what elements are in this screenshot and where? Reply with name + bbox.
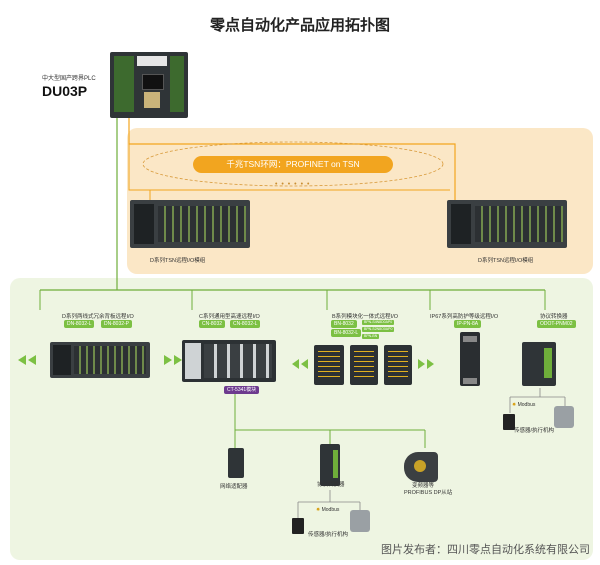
rack-io-slots bbox=[475, 206, 563, 242]
terminal-strip bbox=[354, 349, 374, 381]
chevron-left-icon bbox=[292, 359, 308, 369]
bn-tag-1: BN-8032 bbox=[331, 320, 357, 328]
tsn-ring-label: 千兆TSN环网：PROFINET on TSN bbox=[193, 156, 393, 173]
plc-keypad bbox=[144, 92, 160, 108]
plc-io-terminal bbox=[114, 56, 134, 112]
protocol-converter-device bbox=[320, 444, 340, 486]
inverter-caption-1: 变频器等 bbox=[412, 483, 435, 489]
rack-io-slots bbox=[158, 206, 246, 242]
bn-small-tag-3: BPN-BN bbox=[362, 334, 380, 339]
tsn-io-rack-left bbox=[130, 200, 250, 248]
cn-caption: C系列通用型高速远程I/O bbox=[199, 314, 260, 320]
terminal-strip bbox=[388, 349, 408, 381]
tsn-right-caption: D系列TSN远程I/O模组 bbox=[478, 258, 534, 264]
rack-io-slots bbox=[204, 344, 272, 378]
cn-tag-1: CN-8032 bbox=[199, 320, 226, 328]
chevron-right-icon bbox=[164, 355, 182, 365]
converter-caption: 协议转换器 bbox=[317, 482, 345, 488]
ip67-tag: IP-PN-8A bbox=[454, 320, 482, 328]
rack-head-module bbox=[451, 204, 471, 244]
plc-io-terminal-right bbox=[170, 56, 184, 112]
plc-device bbox=[110, 52, 188, 118]
motor-device bbox=[404, 452, 438, 482]
plc-label-plate bbox=[137, 56, 167, 66]
network-adapter-device bbox=[228, 448, 244, 478]
bn-tag-2: BN-8032-L bbox=[331, 329, 362, 337]
sensor-device bbox=[292, 518, 304, 534]
adapter-caption: 网络适配器 bbox=[220, 484, 248, 490]
cn-io-rack bbox=[182, 340, 276, 382]
dn-tag-2: DN-8032-P bbox=[101, 320, 133, 328]
bn-small-tag-1: BPN-S4N8D0AP0 bbox=[362, 320, 395, 325]
gateway-caption: 协议转换器 bbox=[540, 314, 568, 320]
bn-io-module-2 bbox=[350, 345, 378, 385]
rack-head-module bbox=[185, 343, 201, 379]
valve-actuator bbox=[554, 406, 574, 428]
plc-subtitle: 中大型国产跨界PLC bbox=[42, 76, 96, 82]
bn-io-module-3 bbox=[384, 345, 412, 385]
sensor-device bbox=[503, 414, 515, 430]
connector bbox=[463, 378, 477, 384]
converter-stripe bbox=[333, 450, 338, 478]
dn-io-rack bbox=[50, 342, 150, 378]
plc-name: DU03P bbox=[42, 83, 88, 99]
ip67-caption: IP67系列高防护等级远程I/O bbox=[430, 314, 499, 320]
publisher-watermark: 图片发布者：四川零点自动化系统有限公司 bbox=[381, 544, 590, 556]
chevron-right-icon bbox=[418, 359, 434, 369]
sensor-caption-right: 传感器/执行机构 bbox=[514, 428, 555, 434]
connector bbox=[463, 336, 477, 342]
tsn-left-caption: D系列TSN远程I/O模组 bbox=[150, 258, 206, 264]
bn-caption: B系列模块化一体式远程I/O bbox=[332, 314, 399, 320]
gateway-device bbox=[522, 342, 556, 386]
rack-head-module bbox=[53, 345, 71, 375]
page-title: 零点自动化产品应用拓扑图 bbox=[209, 17, 390, 34]
modbus-label-right: ✸ Modbus bbox=[512, 402, 536, 408]
dn-tag-1: DN-8032-L bbox=[64, 320, 95, 328]
rack-io-slots bbox=[74, 346, 146, 374]
terminal-strip bbox=[318, 349, 340, 381]
bn-io-module-1 bbox=[314, 345, 344, 385]
cn-tag-2: CN-8032-L bbox=[230, 320, 261, 328]
valve-actuator bbox=[350, 510, 370, 532]
inverter-caption-2: PROFIBUS DP从站 bbox=[404, 490, 453, 496]
gateway-tag: ODOT-PNM02 bbox=[537, 320, 576, 328]
dn-caption: D系列两线式冗余背板远程I/O bbox=[62, 314, 134, 320]
ring-dots: • • • • • • bbox=[275, 181, 311, 188]
rack-head-module bbox=[134, 204, 154, 244]
tsn-io-rack-right bbox=[447, 200, 567, 248]
chevron-left-icon bbox=[18, 355, 36, 365]
modbus-label-bottom: ✸ Modbus bbox=[316, 507, 340, 513]
gateway-stripe bbox=[544, 348, 552, 378]
plc-display bbox=[142, 74, 164, 90]
motor-hub bbox=[414, 460, 426, 472]
ct-module-tag: CT-5341模块 bbox=[224, 386, 260, 394]
bn-small-tag-2: BPN-S2N8O0AP0 bbox=[362, 327, 395, 332]
ip67-io-module bbox=[460, 332, 480, 386]
sensor-caption-bottom: 传感器/执行机构 bbox=[308, 532, 349, 538]
